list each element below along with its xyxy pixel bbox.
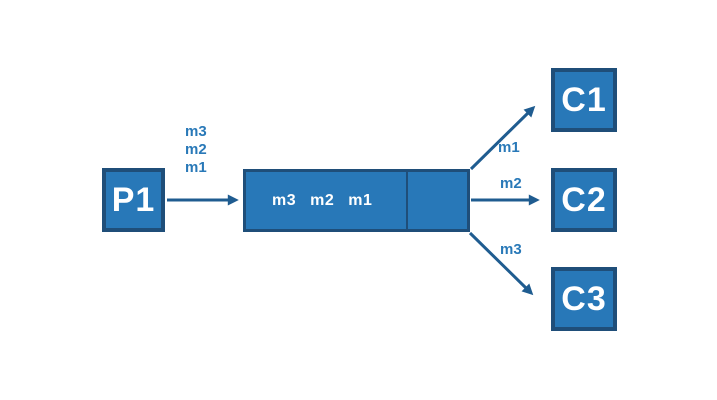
- producer-label: P1: [111, 180, 156, 219]
- consumer-label: C2: [561, 180, 607, 219]
- queue-divider: [406, 171, 408, 230]
- edge-label-to-c1: m1: [498, 139, 520, 156]
- producer-node: P1: [102, 168, 165, 232]
- queue-item: m1: [348, 191, 373, 209]
- queue-item: m2: [310, 191, 335, 209]
- queue-item: m3: [272, 191, 297, 209]
- incoming-message-labels: m3 m2 m1: [185, 123, 207, 177]
- consumer-node-c1: C1: [551, 68, 617, 132]
- edge-label-to-c2: m2: [500, 175, 522, 192]
- incoming-message-label: m1: [185, 159, 207, 176]
- incoming-message-label: m3: [185, 123, 207, 140]
- queue-node: m3 m2 m1: [243, 169, 470, 232]
- consumer-node-c2: C2: [551, 168, 617, 232]
- consumer-label: C1: [561, 80, 607, 119]
- incoming-message-label: m2: [185, 141, 207, 158]
- consumer-node-c3: C3: [551, 267, 617, 331]
- queue-items: m3 m2 m1: [272, 192, 372, 210]
- consumer-label: C3: [561, 279, 607, 318]
- edge-label-to-c3: m3: [500, 241, 522, 258]
